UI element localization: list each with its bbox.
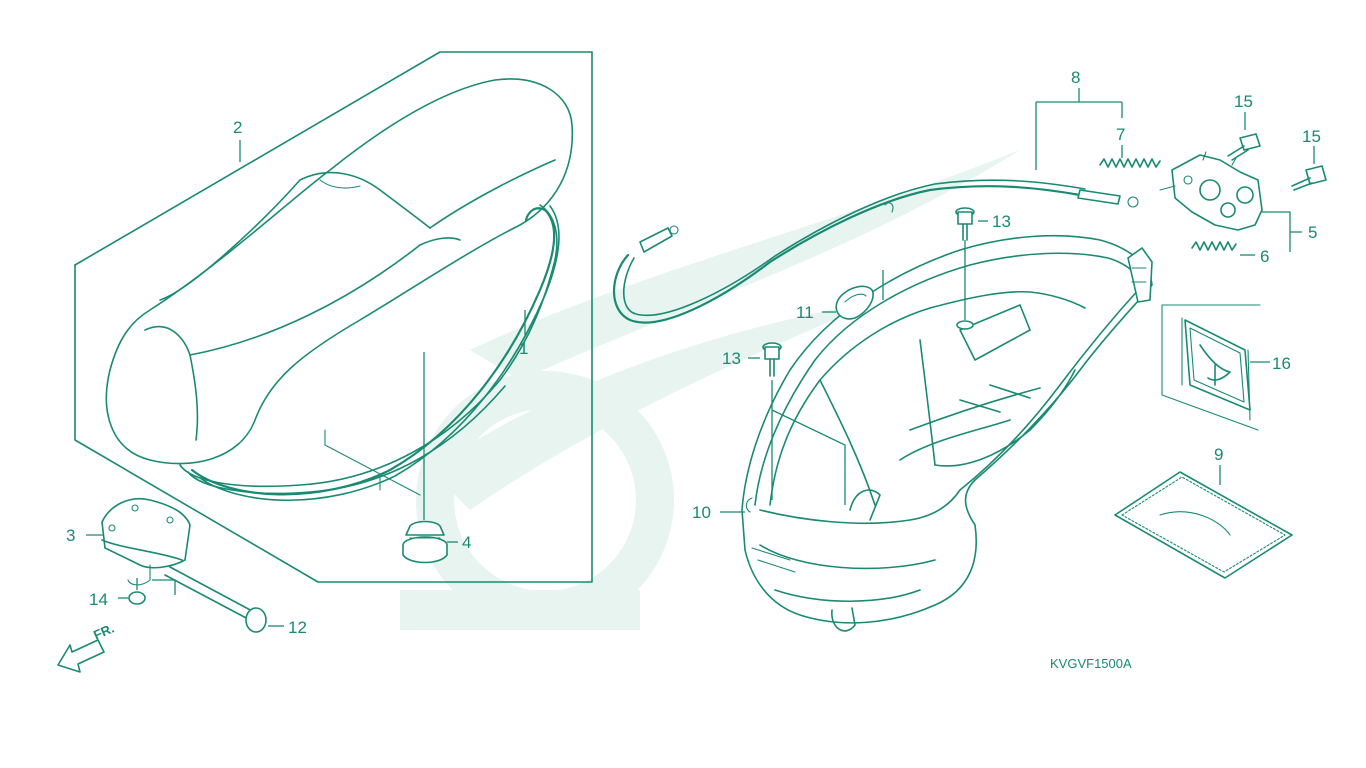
callout-6: 6 bbox=[1260, 247, 1269, 266]
callout-13-lower: 13 bbox=[722, 349, 741, 368]
clip-part-11 bbox=[835, 270, 884, 320]
watermark-logo bbox=[400, 150, 1020, 630]
bolt-part-15-b bbox=[1291, 165, 1327, 191]
luggage-box-illustration bbox=[741, 234, 1153, 632]
bolt-part-13-upper bbox=[955, 207, 975, 330]
callout-12: 12 bbox=[288, 618, 307, 637]
seat-lock-cable bbox=[612, 179, 1139, 324]
seat-group-frame bbox=[74, 51, 593, 583]
spring-part-6 bbox=[1191, 241, 1237, 251]
callout-13-upper: 13 bbox=[992, 212, 1011, 231]
callout-9: 9 bbox=[1214, 445, 1223, 464]
seat-lock-part bbox=[1159, 151, 1263, 231]
callout-16: 16 bbox=[1272, 354, 1291, 373]
diagram-code: KVGVF1500A bbox=[1050, 656, 1132, 671]
callout-15-b: 15 bbox=[1302, 127, 1321, 146]
seat-hinge-part bbox=[101, 498, 267, 633]
front-direction-label: FR. bbox=[91, 621, 116, 643]
callout-1: 1 bbox=[519, 339, 528, 358]
callout-11: 11 bbox=[796, 303, 814, 322]
callout-10: 10 bbox=[692, 503, 711, 522]
spring-part-7 bbox=[1099, 158, 1161, 168]
front-direction-arrow: FR. bbox=[57, 621, 116, 673]
callout-7: 7 bbox=[1116, 125, 1125, 144]
bolt-part-13-lower bbox=[762, 342, 846, 505]
callout-2: 2 bbox=[233, 118, 242, 137]
callout-4: 4 bbox=[462, 533, 471, 552]
emblem-plate-part bbox=[1161, 304, 1261, 431]
callout-15-a: 15 bbox=[1234, 92, 1253, 111]
manual-sheet-part bbox=[1114, 465, 1293, 579]
leader-lines bbox=[86, 88, 1315, 627]
bolt-part-15-a bbox=[1227, 133, 1261, 161]
callout-14: 14 bbox=[89, 590, 108, 609]
callout-3: 3 bbox=[66, 526, 75, 545]
callout-5: 5 bbox=[1308, 223, 1317, 242]
seat-damper-part bbox=[402, 352, 448, 564]
seat-illustration bbox=[105, 78, 574, 501]
callout-8: 8 bbox=[1071, 68, 1080, 87]
